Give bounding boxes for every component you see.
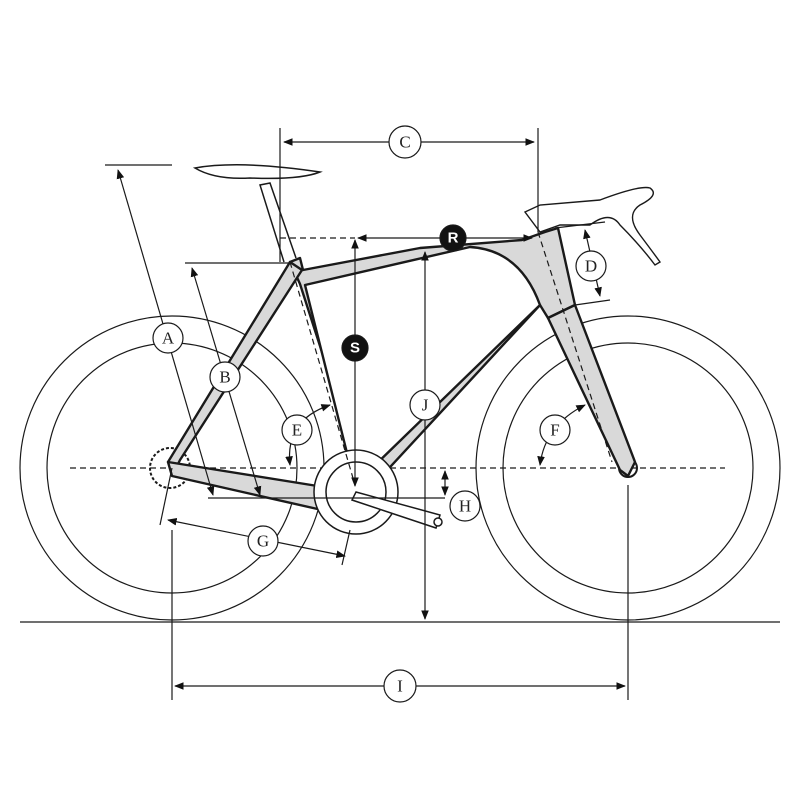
- handlebar: [523, 186, 662, 266]
- label-d: D: [575, 250, 607, 282]
- label-b: B: [209, 361, 241, 393]
- label-h: H: [449, 490, 481, 522]
- crankset: [313, 449, 443, 535]
- svg-text:I: I: [397, 677, 403, 696]
- svg-text:D: D: [585, 257, 597, 276]
- svg-text:B: B: [219, 368, 230, 387]
- label-e: E: [281, 414, 313, 446]
- label-a: A: [152, 322, 184, 354]
- svg-text:C: C: [399, 133, 410, 152]
- label-c: C: [388, 125, 422, 159]
- label-g: G: [247, 525, 279, 557]
- svg-text:J: J: [422, 396, 429, 415]
- svg-text:H: H: [459, 497, 471, 516]
- svg-text:F: F: [550, 421, 559, 440]
- seatpost: [259, 182, 297, 263]
- svg-text:S: S: [350, 340, 360, 357]
- svg-text:G: G: [257, 532, 269, 551]
- saddle: [192, 164, 323, 180]
- label-f: F: [539, 414, 571, 446]
- svg-text:R: R: [448, 230, 459, 247]
- label-i: I: [383, 669, 417, 703]
- svg-text:A: A: [162, 329, 175, 348]
- label-s: S: [341, 334, 369, 362]
- label-j: J: [409, 389, 441, 421]
- label-r: R: [439, 224, 467, 252]
- svg-text:E: E: [292, 421, 302, 440]
